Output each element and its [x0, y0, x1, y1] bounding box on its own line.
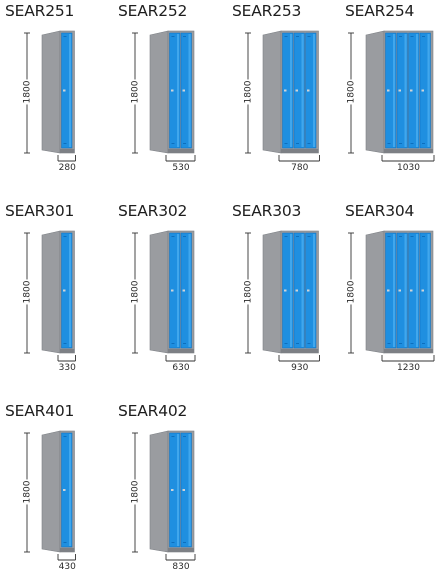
locker-door: [408, 232, 420, 349]
locker-drawing: [24, 30, 76, 162]
width-dimension-label: 830: [172, 562, 190, 572]
height-dimension-label: 1800: [130, 479, 141, 504]
locker-drawing: [24, 230, 76, 362]
product-code: SEAR402: [118, 402, 188, 420]
height-dimension-label: 1800: [22, 479, 33, 504]
locker-item: SEAR253 1800 780: [227, 0, 337, 195]
height-dimension-label: 1800: [130, 79, 141, 105]
height-dimension-label: 1800: [22, 79, 33, 105]
locker-item: SEAR251 1800 280: [0, 0, 110, 195]
locker-drawing: [132, 430, 196, 561]
product-code: SEAR401: [5, 402, 75, 420]
height-dimension-label: 1800: [243, 79, 254, 105]
locker-door: [169, 232, 181, 349]
locker-door: [305, 32, 317, 149]
locker-door: [282, 232, 294, 349]
locker-door: [396, 32, 408, 149]
locker-item: SEAR252 1800 530: [113, 0, 223, 195]
locker-door: [385, 232, 397, 349]
locker-item: SEAR301 1800 330: [0, 200, 110, 395]
locker-drawing: [348, 30, 435, 162]
width-dimension-label: 530: [172, 163, 190, 173]
product-code: SEAR303: [232, 202, 302, 220]
locker-door: [305, 232, 317, 349]
width-dimension-label: 630: [172, 363, 190, 373]
height-dimension-label: 1800: [243, 279, 254, 305]
width-dimension-label: 780: [291, 163, 309, 173]
width-dimension-label: 930: [291, 363, 309, 373]
locker-drawing: [132, 30, 196, 162]
locker-drawing: [24, 430, 76, 561]
locker-door: [61, 232, 73, 349]
locker-item: SEAR303 1800 930: [227, 200, 337, 395]
locker-door: [282, 32, 294, 149]
locker-door: [396, 232, 408, 349]
locker-drawing: [132, 230, 196, 362]
locker-door: [169, 432, 181, 548]
product-code: SEAR254: [345, 2, 415, 20]
locker-door: [419, 32, 431, 149]
locker-item: SEAR304 1800 1230: [340, 200, 440, 395]
product-code: SEAR301: [5, 202, 75, 220]
locker-item: SEAR402 1800 830: [113, 400, 223, 585]
product-code: SEAR304: [345, 202, 415, 220]
width-dimension-label: 280: [58, 163, 76, 173]
width-dimension-label: 330: [58, 363, 76, 373]
width-dimension-label: 1230: [397, 363, 420, 373]
locker-door: [419, 232, 431, 349]
locker-door: [408, 32, 420, 149]
product-code: SEAR252: [118, 2, 188, 20]
width-dimension-label: 1030: [397, 163, 420, 173]
locker-door: [385, 32, 397, 149]
locker-drawing: [245, 230, 320, 362]
locker-door: [61, 32, 73, 149]
locker-door: [293, 32, 305, 149]
locker-door: [180, 32, 192, 149]
locker-drawing: [245, 30, 320, 162]
locker-drawing: [348, 230, 435, 362]
locker-item: SEAR302 1800 630: [113, 200, 223, 395]
locker-item: SEAR254 1800 1030: [340, 0, 440, 195]
product-code: SEAR302: [118, 202, 188, 220]
height-dimension-label: 1800: [22, 279, 33, 305]
product-code: SEAR251: [5, 2, 75, 20]
height-dimension-label: 1800: [346, 79, 357, 105]
locker-door: [293, 232, 305, 349]
locker-door: [180, 232, 192, 349]
width-dimension-label: 430: [58, 562, 76, 572]
locker-door: [169, 32, 181, 149]
height-dimension-label: 1800: [346, 279, 357, 305]
product-code: SEAR253: [232, 2, 302, 20]
locker-door: [61, 432, 73, 548]
locker-door: [180, 432, 192, 548]
locker-item: SEAR401 1800 430: [0, 400, 110, 585]
height-dimension-label: 1800: [130, 279, 141, 305]
